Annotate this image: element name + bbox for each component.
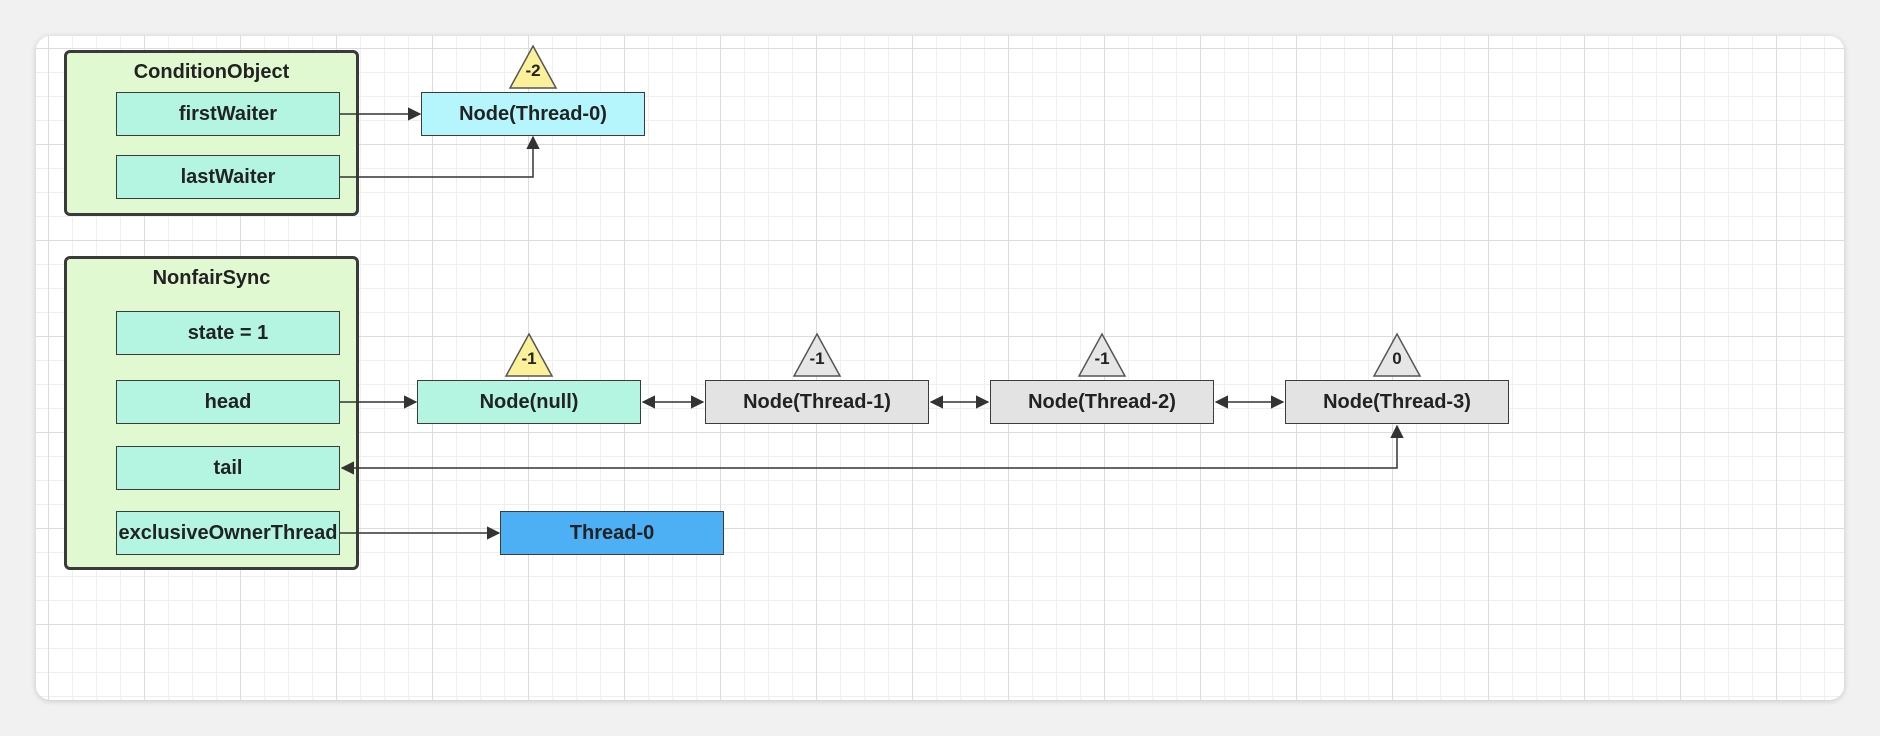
status-triangle-wait-2 (1077, 332, 1127, 377)
condition-node-thread-0: Node(Thread-0) (421, 92, 645, 136)
exclusive-owner-thread-field: exclusiveOwnerThread (116, 511, 340, 555)
wait-node-thread-2: Node(Thread-2) (990, 380, 1214, 424)
edges-layer (340, 107, 1404, 540)
tail-field: tail (116, 446, 340, 490)
status-label-cond-0: -2 (525, 61, 541, 80)
state-field: state = 1 (116, 311, 340, 355)
owner-thread-box: Thread-0 (500, 511, 724, 555)
nonfair-sync-title: NonfairSync (152, 267, 271, 289)
status-label-wait-3: 0 (1392, 349, 1402, 368)
condition-object-title: ConditionObject (133, 61, 290, 83)
edge-tail (340, 424, 1404, 475)
head-field: head (116, 380, 340, 424)
first-waiter-field: firstWaiter (116, 92, 340, 136)
wait-node-null: Node(null) (417, 380, 641, 424)
status-label-wait-0: -1 (521, 349, 537, 368)
wait-node-thread-3: Node(Thread-3) (1285, 380, 1509, 424)
last-waiter-field: lastWaiter (116, 155, 340, 199)
status-label-wait-2: -1 (1094, 349, 1110, 368)
status-triangle-wait-1 (792, 332, 842, 377)
edge-last-waiter (340, 135, 540, 178)
status-triangle-wait-0 (504, 332, 554, 377)
status-triangle-cond-0 (508, 44, 558, 89)
wait-node-thread-1: Node(Thread-1) (705, 380, 929, 424)
diagram-canvas: ConditionObject firstWaiter lastWaiter N… (36, 36, 1844, 700)
status-triangle-wait-3 (1372, 332, 1422, 377)
status-label-wait-1: -1 (809, 349, 825, 368)
